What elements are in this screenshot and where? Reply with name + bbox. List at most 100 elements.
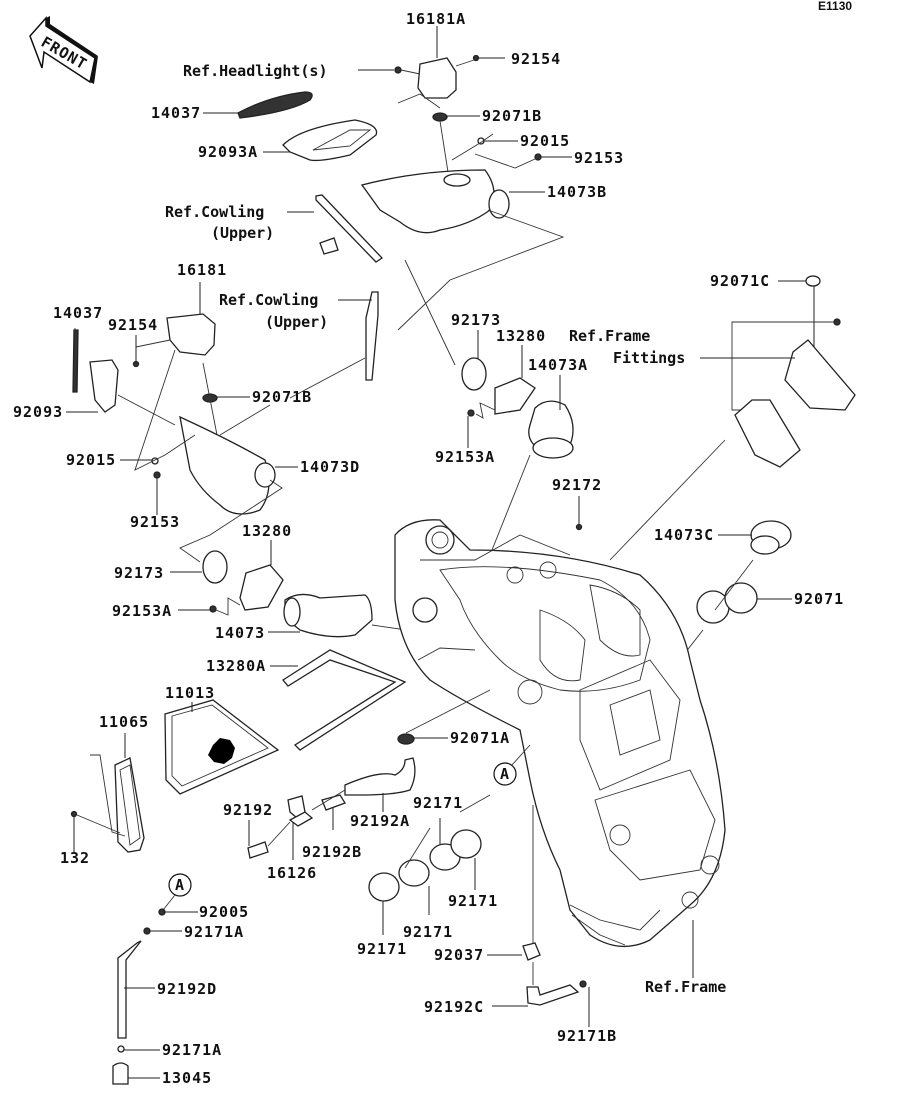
clamp-92171-4 xyxy=(450,829,482,859)
clamp-92173-top-part xyxy=(461,357,487,391)
label-92037: 92037 xyxy=(434,946,484,964)
label-16181A: 16181A xyxy=(406,10,466,28)
cowling-bracket-mid-part xyxy=(365,291,379,381)
drain-13045-part xyxy=(112,1062,129,1085)
label-92192: 92192 xyxy=(223,801,273,819)
label-16126: 16126 xyxy=(267,864,317,882)
label-11013: 11013 xyxy=(165,684,215,702)
clamp-92171-2 xyxy=(398,859,430,887)
label-ref-frame-fittings-1: Ref.Frame xyxy=(569,327,650,345)
hose-92192A-part xyxy=(344,757,416,796)
svg-text:A: A xyxy=(500,765,510,783)
label-ref-frame: Ref.Frame xyxy=(645,978,726,996)
label-92153-left: 92153 xyxy=(130,513,180,531)
duct-92093A-part xyxy=(282,119,378,162)
label-92153-top: 92153 xyxy=(574,149,624,167)
label-92015-top: 92015 xyxy=(520,132,570,150)
label-ref-cowling-top-1: Ref.Cowling xyxy=(165,203,264,221)
duct-14073D-part xyxy=(179,415,270,515)
right-duct-assembly xyxy=(404,259,856,561)
cover-11065-part xyxy=(114,757,145,853)
label-92071C: 92071C xyxy=(710,272,770,290)
cowling-bracket-top-part xyxy=(315,194,384,263)
label-92171-b: 92171 xyxy=(448,892,498,910)
seal-92071-right xyxy=(724,582,758,614)
label-92171A-bottom: 92171A xyxy=(162,1041,222,1059)
cover-16181A-part xyxy=(417,57,457,99)
label-13280-top: 13280 xyxy=(496,327,546,345)
label-92015-left: 92015 xyxy=(66,451,116,469)
label-92172: 92172 xyxy=(552,476,602,494)
label-92171A-top: 92171A xyxy=(184,923,244,941)
label-92154-top: 92154 xyxy=(511,50,561,68)
label-92071B-top: 92071B xyxy=(482,107,542,125)
label-132: 132 xyxy=(60,849,90,867)
hose-valve-assembly xyxy=(247,757,416,860)
clamp-92171-1 xyxy=(368,872,400,902)
label-92071B-mid: 92071B xyxy=(252,388,312,406)
label-92093A: 92093A xyxy=(198,143,258,161)
label-92173-mid: 92173 xyxy=(114,564,164,582)
mesh-14037-left-part xyxy=(72,329,79,393)
grommet-92071C-part xyxy=(805,275,821,287)
label-14073A: 14073A xyxy=(528,356,588,374)
label-92071A: 92071A xyxy=(450,729,510,747)
label-92192B: 92192B xyxy=(302,843,362,861)
seal-92071-left xyxy=(696,590,730,624)
hose-92192D-part xyxy=(117,940,142,1039)
diagram-code: E1130 xyxy=(818,0,852,13)
label-ref-cowling-top-2: (Upper) xyxy=(211,224,274,242)
fittings-seal-part xyxy=(734,399,801,468)
label-92192C: 92192C xyxy=(424,998,484,1016)
label-11065: 11065 xyxy=(99,713,149,731)
label-13045: 13045 xyxy=(162,1069,212,1087)
duct-14073B-outlet xyxy=(488,189,510,219)
label-13280A: 13280A xyxy=(206,657,266,675)
label-14037-left: 14037 xyxy=(53,304,103,322)
label-14073B: 14073B xyxy=(547,183,607,201)
svg-text:A: A xyxy=(175,876,185,894)
label-92153A-mid: 92153A xyxy=(112,602,172,620)
label-16181: 16181 xyxy=(177,261,227,279)
label-92192A: 92192A xyxy=(350,812,410,830)
seal-13280A-part xyxy=(282,649,407,751)
label-ref-frame-fittings-2: Fittings xyxy=(613,349,685,367)
ref-circle-a-drain xyxy=(168,873,192,897)
filter-element-part xyxy=(208,738,235,764)
top-duct-assembly xyxy=(203,26,572,331)
label-14073C: 14073C xyxy=(654,526,714,544)
drain-line-right xyxy=(487,805,694,1027)
ref-circle-a-frame: A xyxy=(493,744,531,786)
fitting-92037-part xyxy=(522,942,541,961)
frame-airbox-body xyxy=(394,519,726,948)
label-92192D: 92192D xyxy=(157,980,217,998)
label-ref-headlight: Ref.Headlight(s) xyxy=(183,62,328,80)
label-92171-d: 92171 xyxy=(357,940,407,958)
clamp-92173-mid-part xyxy=(202,550,228,584)
label-ref-cowling-mid-2: (Upper) xyxy=(265,313,328,331)
screw-92154-part xyxy=(472,54,480,62)
label-92154-left: 92154 xyxy=(108,316,158,334)
label-92005: 92005 xyxy=(199,903,249,921)
gasket-13280-mid-part xyxy=(239,564,284,611)
duct-14073-part xyxy=(284,593,373,638)
gasket-13280-top-part xyxy=(494,377,536,415)
drain-line-left: A xyxy=(112,873,198,1085)
frame-outline-part xyxy=(394,519,726,948)
label-14073: 14073 xyxy=(215,624,265,642)
duct-92093-part xyxy=(89,359,119,413)
headlight-screw-part xyxy=(394,66,402,74)
label-92093: 92093 xyxy=(13,403,63,421)
fittings-plate-part xyxy=(784,339,856,411)
hose-92192C-part xyxy=(526,984,580,1006)
label-13280-mid: 13280 xyxy=(242,522,292,540)
label-92171B: 92171B xyxy=(557,1027,617,1045)
duct-14073D-outlet xyxy=(254,462,276,488)
grommet-92071B-part xyxy=(432,112,448,122)
label-14037-top: 14037 xyxy=(151,104,201,122)
mesh-14037-part xyxy=(237,91,313,119)
label-92153A-top: 92153A xyxy=(435,448,495,466)
airbox-left-assembly xyxy=(70,540,421,853)
label-92173-top: 92173 xyxy=(451,311,501,329)
